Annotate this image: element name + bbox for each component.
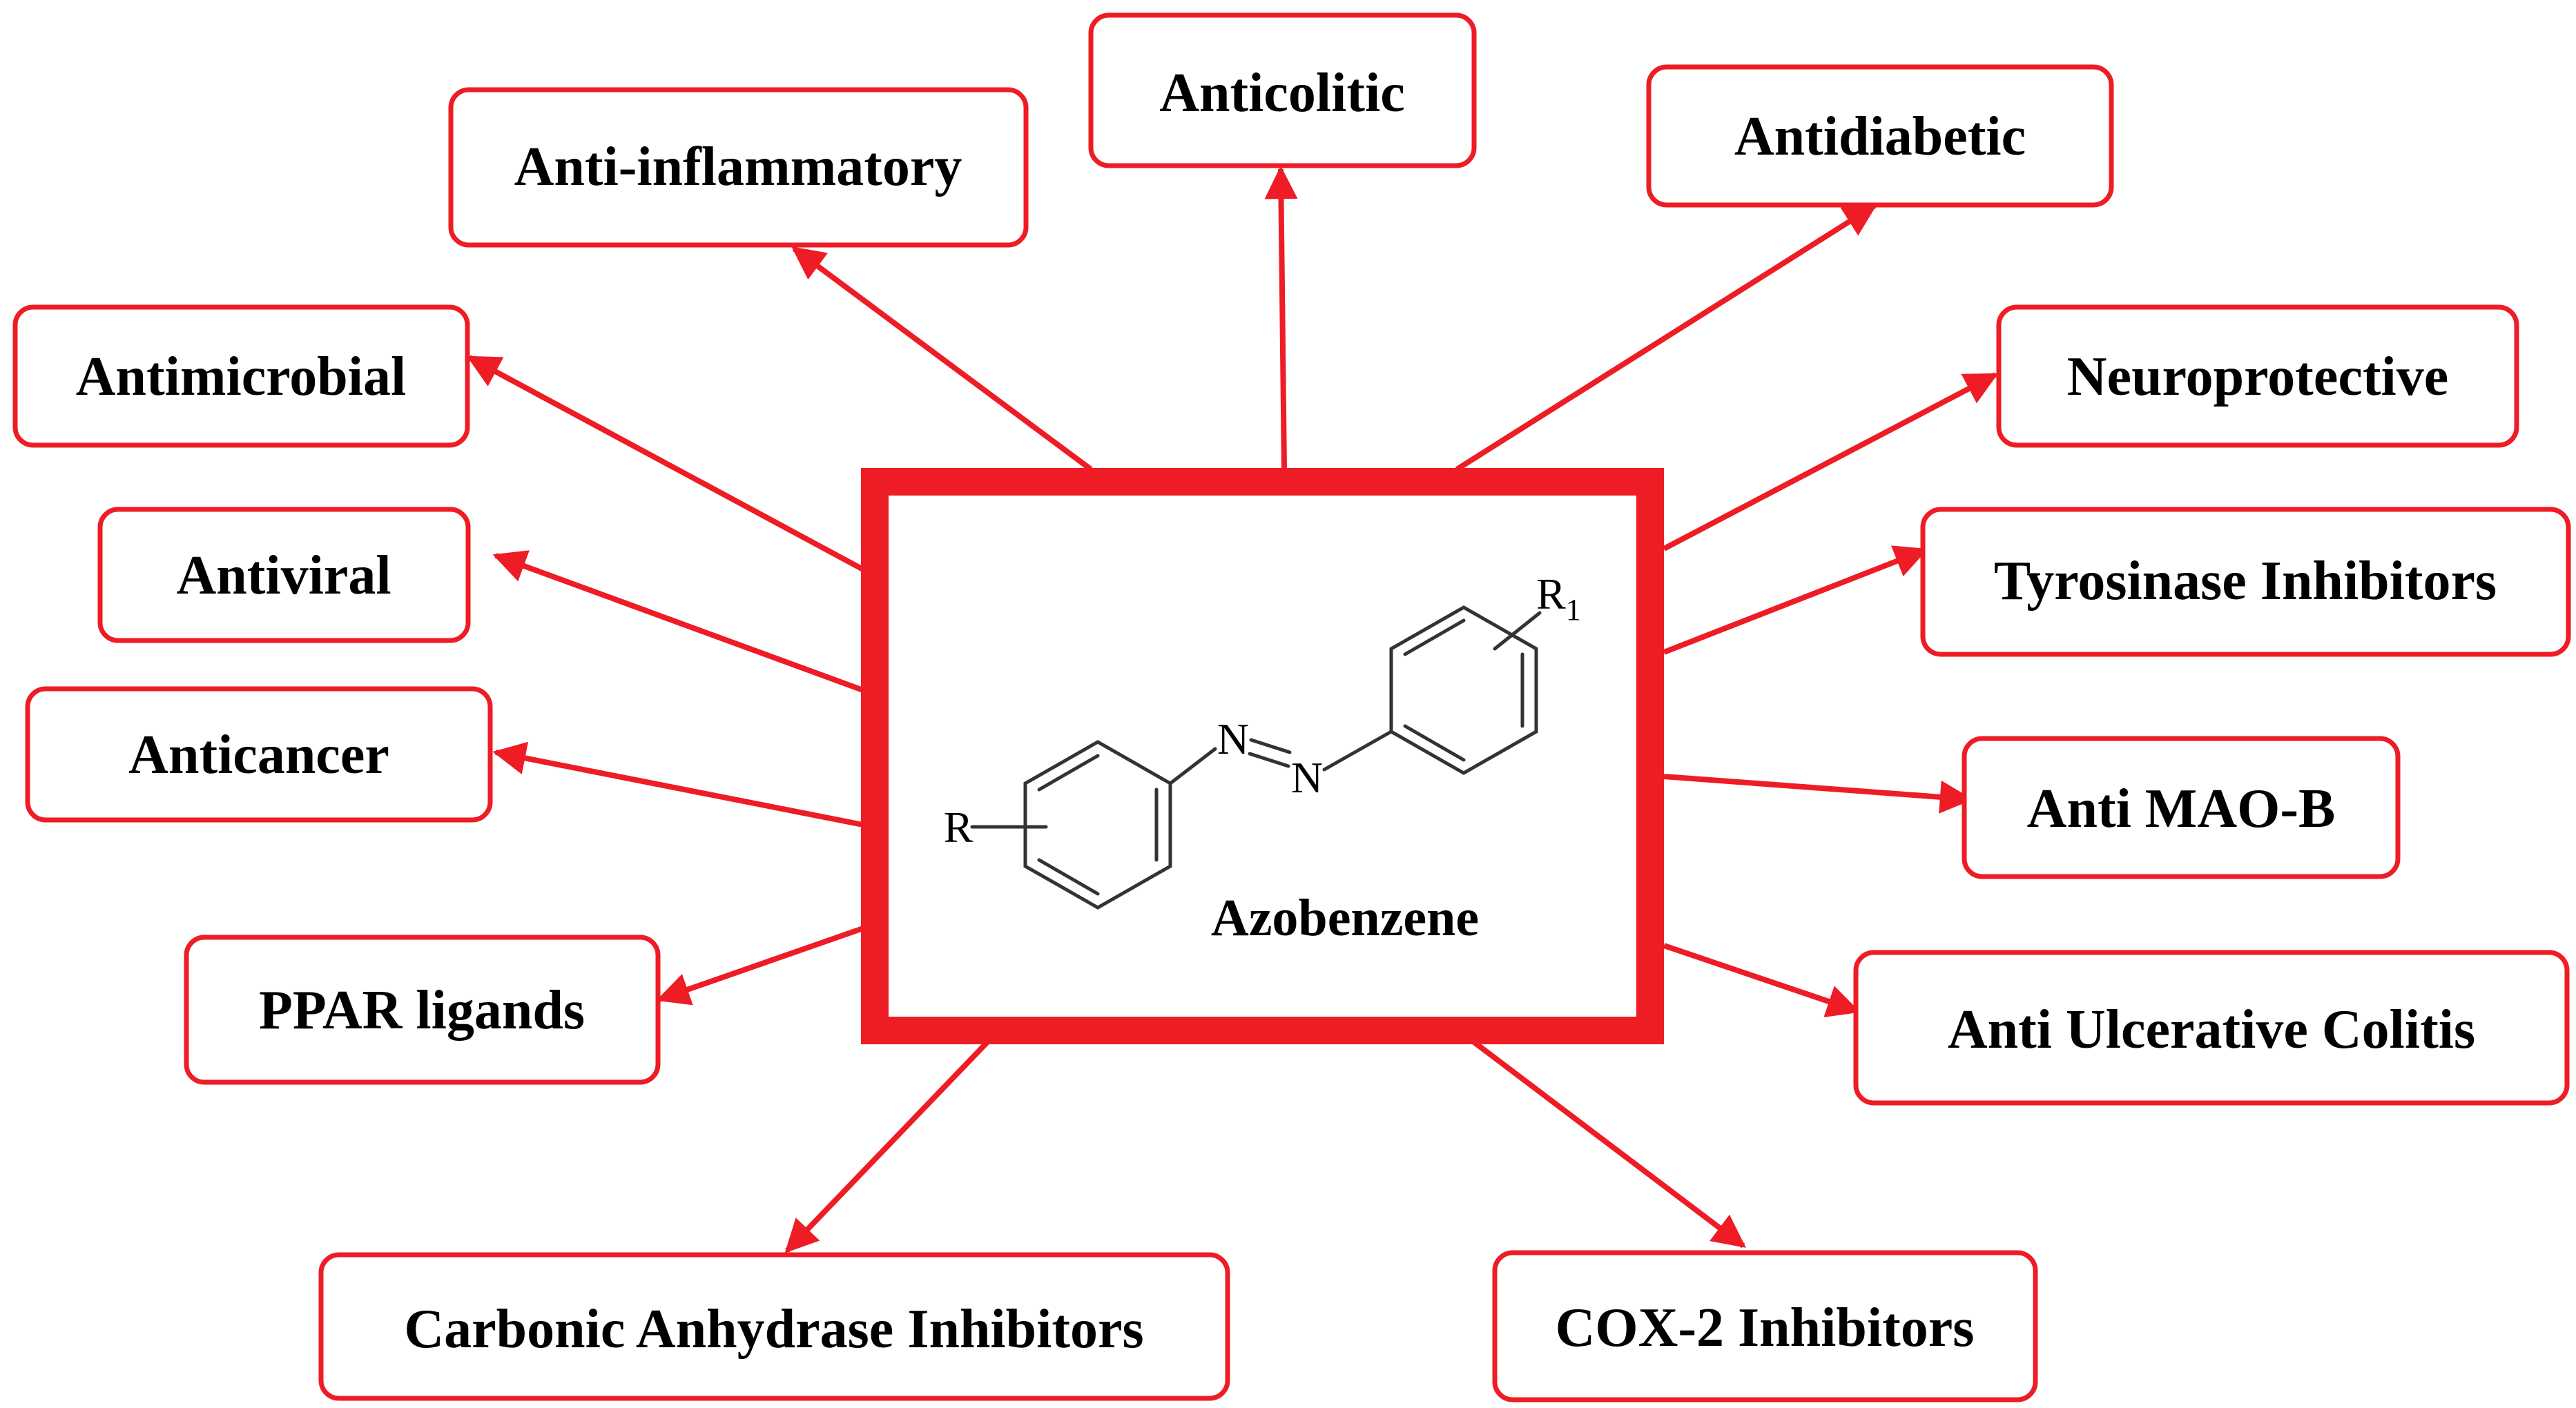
- label-antimicrobial: Antimicrobial: [76, 346, 407, 407]
- arrow-anticolitic: [1264, 166, 1298, 470]
- label-anti-inflammatory: Anti-inflammatory: [514, 137, 962, 197]
- box-tyrosinase-inhibitors: Tyrosinase Inhibitors: [1920, 507, 2571, 657]
- label-antidiabetic: Antidiabetic: [1734, 106, 2026, 167]
- label-ppar-ligands: PPAR ligands: [259, 980, 585, 1041]
- arrow-anticancer: [492, 741, 864, 828]
- label-anti-mao-b: Anti MAO-B: [2027, 779, 2336, 839]
- left-benzene-ring: [1023, 740, 1172, 910]
- atom-n-top: N: [1217, 714, 1249, 763]
- arrow-anti-ulcerative-colitis: [1663, 943, 1861, 1017]
- arrow-antiviral: [492, 550, 864, 693]
- label-cox-2-inhibitors: COX-2 Inhibitors: [1556, 1298, 1975, 1358]
- label-anticancer: Anticancer: [128, 725, 389, 785]
- label-neuroprotective: Neuroprotective: [2067, 346, 2448, 407]
- box-antidiabetic: Antidiabetic: [1646, 64, 2114, 208]
- arrow-anti-inflammatory: [791, 246, 1093, 472]
- box-antimicrobial: Antimicrobial: [12, 304, 470, 448]
- atom-r1-right: R1: [1536, 569, 1581, 627]
- box-ppar-ligands: PPAR ligands: [184, 935, 661, 1085]
- atom-r-left: R: [944, 803, 974, 852]
- arrow-antimicrobial: [466, 355, 864, 572]
- label-anti-ulcerative-colitis: Anti Ulcerative Colitis: [1948, 999, 2475, 1060]
- atom-n-bottom: N: [1291, 753, 1323, 802]
- arrows: [466, 166, 1999, 1253]
- arrow-cox-2-inhibitors: [1472, 1039, 1746, 1249]
- arrow-tyrosinase-inhibitors: [1663, 545, 1928, 655]
- right-benzene-ring: [1389, 605, 1538, 775]
- arrow-anti-mao-b: [1663, 774, 1973, 814]
- box-carbonic-anhydrase-inhibitors: Carbonic Anhydrase Inhibitors: [318, 1252, 1230, 1401]
- arrow-ppar-ligands: [656, 926, 864, 1006]
- activity-boxes: Anti-inflammatory Anticolitic Antidiabet…: [12, 12, 2571, 1402]
- label-anticolitic: Anticolitic: [1159, 63, 1404, 124]
- box-cox-2-inhibitors: COX-2 Inhibitors: [1492, 1250, 2038, 1402]
- central-caption: Azobenzene: [1211, 889, 1479, 947]
- box-antiviral: Antiviral: [97, 507, 471, 643]
- box-anti-mao-b: Anti MAO-B: [1962, 736, 2401, 879]
- r1-bond-right: [1493, 611, 1542, 651]
- label-tyrosinase-inhibitors: Tyrosinase Inhibitors: [1994, 551, 2497, 612]
- arrow-antidiabetic: [1455, 203, 1878, 472]
- arrow-neuroprotective: [1663, 372, 1999, 551]
- box-neuroprotective: Neuroprotective: [1996, 304, 2519, 448]
- azobenzene-structure: [970, 605, 1542, 910]
- label-carbonic-anhydrase-inhibitors: Carbonic Anhydrase Inhibitors: [404, 1299, 1143, 1360]
- box-anticolitic: Anticolitic: [1088, 12, 1477, 168]
- label-antiviral: Antiviral: [176, 545, 391, 606]
- arrow-carbonic-anhydrase-inhibitors: [784, 1040, 989, 1253]
- box-anticancer: Anticancer: [25, 686, 493, 823]
- box-anti-inflammatory: Anti-inflammatory: [448, 87, 1029, 248]
- box-anti-ulcerative-colitis: Anti Ulcerative Colitis: [1853, 950, 2570, 1106]
